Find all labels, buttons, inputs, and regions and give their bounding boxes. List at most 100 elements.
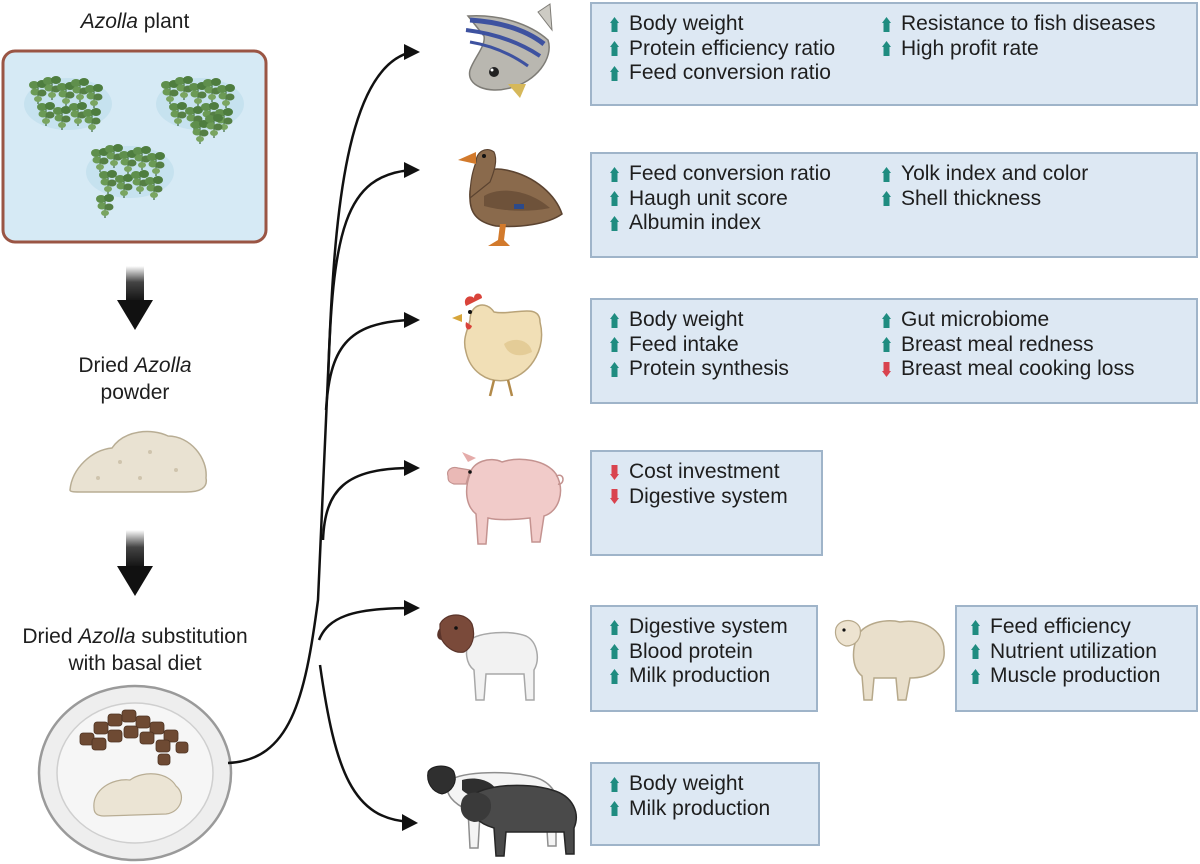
up-arrow-icon bbox=[610, 191, 619, 207]
effect-text: Yolk index and color bbox=[901, 162, 1089, 186]
effect-item: Nutrient utilization bbox=[971, 640, 1160, 665]
effect-item: Feed intake bbox=[610, 333, 789, 358]
up-arrow-icon bbox=[610, 16, 619, 32]
effect-item: Body weight bbox=[610, 772, 770, 797]
effect-text: Resistance to fish diseases bbox=[901, 12, 1156, 36]
up-arrow-icon bbox=[971, 668, 980, 684]
up-arrow-icon bbox=[882, 337, 891, 353]
duck-illustration bbox=[458, 149, 563, 246]
up-arrow-icon bbox=[882, 312, 891, 328]
diet-label-italic: Azolla bbox=[78, 625, 136, 648]
fish-illustration bbox=[465, 3, 553, 98]
effect-item: Body weight bbox=[610, 308, 789, 333]
feed-plate bbox=[37, 684, 233, 862]
effect-item: Muscle production bbox=[971, 664, 1160, 689]
effect-text: Muscle production bbox=[990, 664, 1161, 688]
effect-text: Protein synthesis bbox=[629, 357, 789, 381]
effect-item: Gut microbiome bbox=[882, 308, 1134, 333]
effect-item: Haugh unit score bbox=[610, 187, 831, 212]
effect-item: Blood protein bbox=[610, 640, 788, 665]
powder-label-italic: Azolla bbox=[134, 354, 192, 377]
diet-label-line2: with basal diet bbox=[68, 652, 202, 675]
diet-substitution-label: Dried Azolla substitution with basal die… bbox=[0, 623, 270, 677]
effect-text: Feed efficiency bbox=[990, 615, 1131, 639]
effect-item: Feed conversion ratio bbox=[610, 162, 831, 187]
effect-text: Haugh unit score bbox=[629, 186, 788, 210]
process-arrow-1 bbox=[117, 266, 153, 330]
down-arrow-icon bbox=[610, 464, 619, 480]
effect-text: Digestive system bbox=[629, 484, 788, 508]
up-arrow-icon bbox=[882, 16, 891, 32]
pig-illustration bbox=[447, 452, 564, 545]
up-arrow-icon bbox=[882, 166, 891, 182]
effect-item: Protein efficiency ratio bbox=[610, 37, 835, 62]
up-arrow-icon bbox=[610, 312, 619, 328]
effect-item: Body weight bbox=[610, 12, 835, 37]
diet-label-line1: Dried Azolla substitution bbox=[0, 623, 270, 650]
powder-label-plain: Dried bbox=[78, 354, 135, 377]
effect-item: Cost investment bbox=[610, 460, 788, 485]
effect-text: Milk production bbox=[629, 664, 771, 688]
effect-item: Feed efficiency bbox=[971, 615, 1160, 640]
effect-item: Resistance to fish diseases bbox=[882, 12, 1155, 37]
effect-item: Albumin index bbox=[610, 211, 831, 236]
effect-text: Nutrient utilization bbox=[990, 639, 1157, 663]
effect-text: High profit rate bbox=[901, 36, 1039, 60]
powder-label-line1: Dried Azolla bbox=[40, 352, 230, 379]
effect-text: Breast meal redness bbox=[901, 332, 1094, 356]
branch-arrowheads bbox=[402, 44, 420, 831]
plant-label-rest: plant bbox=[137, 10, 190, 33]
effect-text: Cost investment bbox=[629, 460, 780, 484]
effect-text: Albumin index bbox=[629, 211, 761, 235]
powder-label-line2: powder bbox=[100, 381, 170, 404]
effect-item: Milk production bbox=[610, 797, 770, 822]
plant-label-italic: Azolla bbox=[80, 10, 138, 33]
up-arrow-icon bbox=[610, 166, 619, 182]
effect-text: Breast meal cooking loss bbox=[901, 357, 1135, 381]
effect-item: Feed conversion ratio bbox=[610, 61, 835, 86]
diet-label-rest: substitution bbox=[135, 625, 248, 648]
up-arrow-icon bbox=[610, 361, 619, 377]
effect-text: Protein efficiency ratio bbox=[629, 36, 836, 60]
effect-text: Shell thickness bbox=[901, 186, 1042, 210]
chicken-illustration bbox=[452, 293, 543, 397]
goat-illustration bbox=[437, 614, 539, 701]
cattle-illustration bbox=[427, 765, 577, 857]
azolla-plant-label: Azolla plant bbox=[30, 8, 240, 35]
down-arrow-icon bbox=[610, 489, 619, 505]
effect-item: Protein synthesis bbox=[610, 357, 789, 382]
process-arrow-2 bbox=[117, 530, 153, 596]
effect-text: Blood protein bbox=[629, 639, 753, 663]
effect-item: Shell thickness bbox=[882, 187, 1088, 212]
down-arrow-icon bbox=[882, 361, 891, 377]
up-arrow-icon bbox=[610, 41, 619, 57]
effect-text: Feed conversion ratio bbox=[629, 162, 831, 186]
effect-text: Body weight bbox=[629, 772, 744, 796]
up-arrow-icon bbox=[610, 668, 619, 684]
up-arrow-icon bbox=[882, 41, 891, 57]
effect-item: Yolk index and color bbox=[882, 162, 1088, 187]
diet-label-plain: Dried bbox=[22, 625, 79, 648]
effect-text: Digestive system bbox=[629, 615, 788, 639]
effect-item: Milk production bbox=[610, 664, 788, 689]
effect-item: Digestive system bbox=[610, 615, 788, 640]
sheep-illustration bbox=[834, 619, 945, 701]
effect-text: Milk production bbox=[629, 796, 771, 820]
up-arrow-icon bbox=[882, 191, 891, 207]
effect-text: Gut microbiome bbox=[901, 308, 1050, 332]
